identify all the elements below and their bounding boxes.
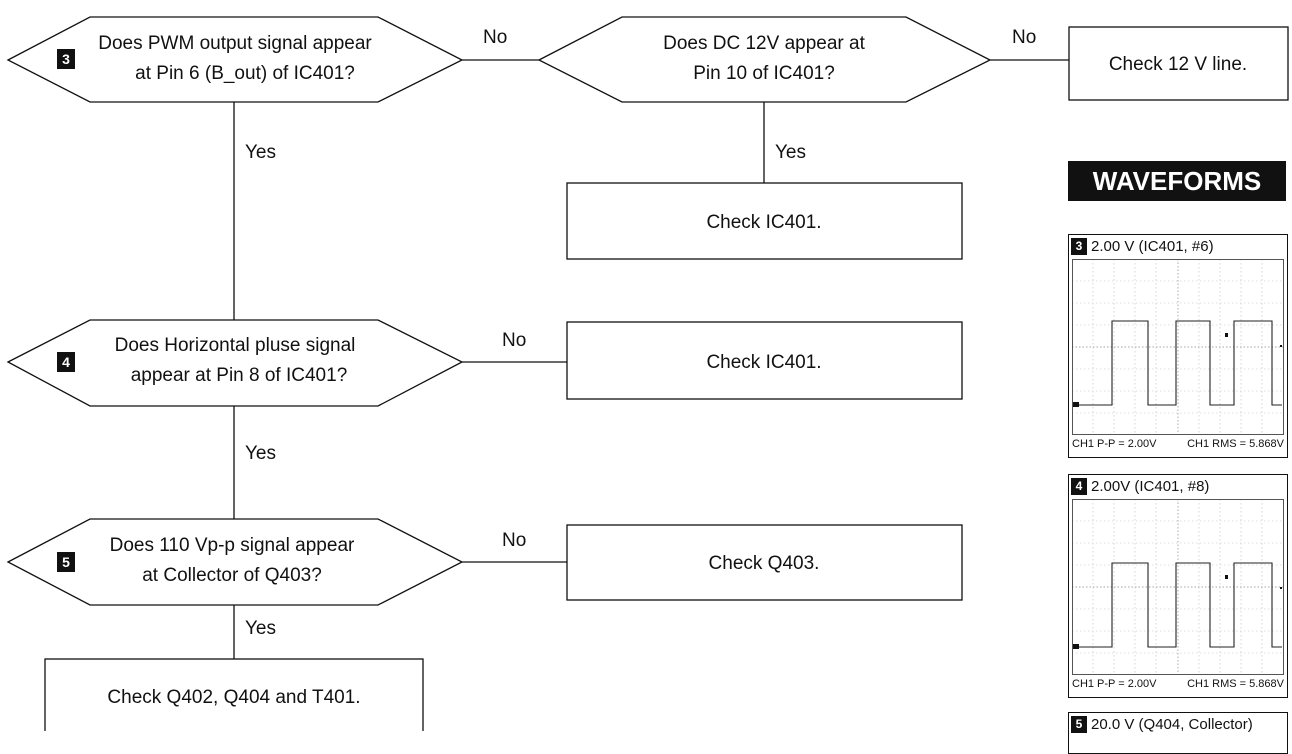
action-text: Check IC401. — [706, 212, 821, 233]
step-badge-number: 4 — [62, 354, 70, 370]
action-box — [566, 321, 963, 400]
decision-text-line2: Pin 10 of IC401? — [693, 63, 835, 84]
step-badge — [57, 352, 75, 372]
action-text: Check IC401. — [706, 352, 821, 373]
waveform-badge: 4 — [1071, 477, 1087, 495]
action-text: Check 12 V line. — [1109, 54, 1247, 75]
decision-text-line2: appear at Pin 8 of IC401? — [131, 365, 348, 386]
waveform-badge: 3 — [1071, 237, 1087, 255]
action-box — [566, 182, 963, 260]
waveform-badge: 5 — [1071, 715, 1087, 733]
decision-text-line1: Does DC 12V appear at — [663, 33, 865, 54]
waveform-label: 20.0 V (Q404, Collector) — [1091, 715, 1253, 733]
no-label: No — [483, 27, 507, 48]
yes-label: Yes — [775, 142, 806, 163]
waveform-label: 2.00 V (IC401, #6) — [1091, 237, 1214, 255]
decision-dc-12v — [537, 16, 992, 103]
decision-110vpp-signal — [6, 518, 464, 606]
step-badge — [57, 552, 75, 572]
decision-horizontal-pulse — [6, 319, 464, 407]
step-badge-number: 3 — [62, 51, 70, 67]
oscilloscope-screen — [1072, 259, 1284, 435]
waveform-footer: CH1 P-P = 2.00V CH1 RMS = 5.868V — [1069, 675, 1287, 693]
action-text: Check Q403. — [709, 553, 820, 574]
waveform-pp: CH1 P-P = 2.00V — [1072, 438, 1157, 450]
waveform-panel: 3 2.00 V (IC401, #6) CH1 P-P = 2.00V CH1… — [1068, 234, 1288, 458]
yes-label: Yes — [245, 443, 276, 464]
oscilloscope-screen — [1072, 499, 1284, 675]
waveform-label: 2.00V (IC401, #8) — [1091, 477, 1210, 495]
decision-pwm-output — [6, 16, 464, 103]
action-box — [1068, 26, 1289, 101]
waveform-pp: CH1 P-P = 2.00V — [1072, 678, 1157, 690]
waveform-panel: 5 20.0 V (Q404, Collector) — [1068, 712, 1288, 754]
step-badge-number: 5 — [62, 554, 70, 570]
no-label: No — [1012, 27, 1036, 48]
yes-label: Yes — [245, 618, 276, 639]
waveforms-title: WAVEFORMS — [1068, 161, 1286, 201]
action-box — [566, 524, 963, 601]
waveform-header: 5 20.0 V (Q404, Collector) — [1069, 713, 1287, 735]
no-label: No — [502, 530, 526, 551]
waveform-header: 3 2.00 V (IC401, #6) — [1069, 235, 1287, 257]
step-badge — [57, 49, 75, 69]
decision-text-line2: at Collector of Q403? — [142, 565, 322, 586]
action-text: Check Q402, Q404 and T401. — [107, 687, 360, 708]
waveform-rms: CH1 RMS = 5.868V — [1187, 678, 1284, 690]
yes-label: Yes — [245, 142, 276, 163]
waveform-panel: 4 2.00V (IC401, #8) CH1 P-P = 2.00V CH1 … — [1068, 474, 1288, 698]
waveform-header: 4 2.00V (IC401, #8) — [1069, 475, 1287, 497]
waveform-rms: CH1 RMS = 5.868V — [1187, 438, 1284, 450]
decision-text-line1: Does Horizontal pluse signal — [115, 335, 356, 356]
waveform-footer: CH1 P-P = 2.00V CH1 RMS = 5.868V — [1069, 435, 1287, 453]
decision-text-line1: Does 110 Vp-p signal appear — [110, 535, 355, 556]
decision-text-line1: Does PWM output signal appear — [98, 33, 372, 54]
action-box — [44, 658, 424, 731]
troubleshooting-flowchart: 3 Does PWM output signal appear at Pin 6… — [6, 16, 1289, 731]
decision-text-line2: at Pin 6 (B_out) of IC401? — [135, 63, 355, 84]
no-label: No — [502, 330, 526, 351]
